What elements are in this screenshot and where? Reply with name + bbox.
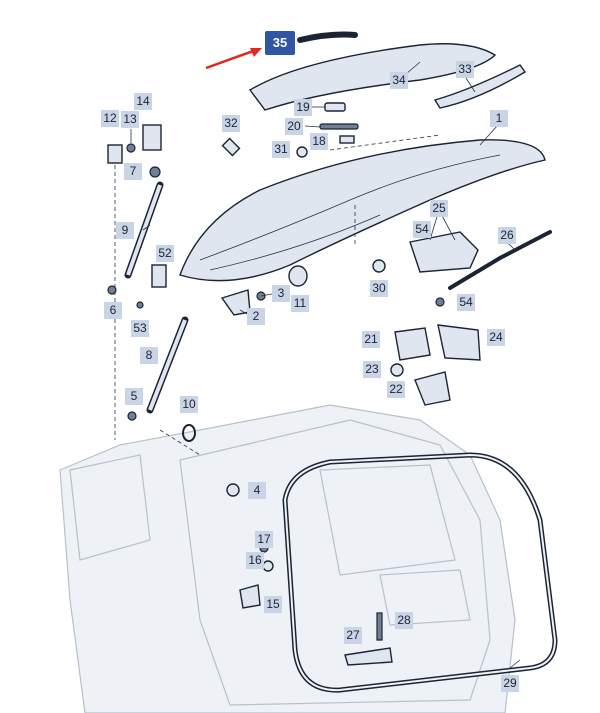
lock-21: [394, 327, 431, 361]
callout-35[interactable]: 35: [265, 31, 295, 55]
clip-16: [262, 560, 274, 572]
screw-6: [107, 285, 117, 295]
callout-28[interactable]: 28: [395, 612, 413, 629]
clip-32: [221, 137, 241, 157]
grommet-10: [182, 424, 196, 442]
callout-23[interactable]: 23: [363, 361, 381, 378]
callout-4[interactable]: 4: [248, 482, 266, 499]
callout-31[interactable]: 31: [272, 141, 290, 158]
trim-strip-33: [433, 64, 527, 109]
callout-9[interactable]: 9: [116, 222, 134, 239]
callout-52[interactable]: 52: [156, 245, 174, 262]
lock-24: [437, 324, 481, 361]
callout-32[interactable]: 32: [222, 115, 240, 132]
callout-27[interactable]: 27: [344, 627, 362, 644]
wiper-arm-26: [448, 230, 552, 290]
clip-18: [339, 135, 355, 144]
plug-31: [296, 146, 308, 158]
clip-4: [226, 483, 240, 497]
striker-27: [344, 647, 393, 666]
callout-54-upper[interactable]: 54: [413, 221, 431, 238]
screw-13: [126, 143, 136, 153]
callout-25[interactable]: 25: [430, 200, 448, 217]
callout-11[interactable]: 11: [291, 295, 309, 312]
callout-53[interactable]: 53: [131, 320, 149, 337]
nut-54: [435, 297, 445, 307]
bracket-12: [107, 144, 123, 164]
callout-14[interactable]: 14: [134, 93, 152, 110]
callout-15[interactable]: 15: [264, 596, 282, 613]
tailgate-panel: [179, 139, 546, 282]
callout-13[interactable]: 13: [121, 111, 139, 128]
callout-24[interactable]: 24: [487, 329, 505, 346]
callout-19[interactable]: 19: [294, 99, 312, 116]
callout-54-lower[interactable]: 54: [457, 294, 475, 311]
callout-2[interactable]: 2: [247, 308, 265, 325]
screw-28: [376, 612, 383, 641]
callout-22[interactable]: 22: [387, 381, 405, 398]
callout-17[interactable]: 17: [255, 531, 273, 548]
bracket-14: [142, 124, 162, 151]
callout-1[interactable]: 1: [490, 110, 508, 127]
spoiler-trim-strip: [297, 31, 358, 43]
callout-16[interactable]: 16: [246, 552, 264, 569]
bolt-20: [319, 123, 359, 130]
screw-53: [136, 301, 144, 309]
rear-spoiler: [248, 43, 497, 111]
hinge-2: [220, 289, 251, 316]
buffer-11: [288, 265, 308, 287]
buffer-30: [372, 259, 386, 273]
callout-8[interactable]: 8: [140, 347, 158, 364]
callout-29[interactable]: 29: [501, 675, 519, 692]
red-arrow-icon: [205, 48, 262, 70]
callout-10[interactable]: 10: [180, 396, 198, 413]
callout-33[interactable]: 33: [456, 61, 474, 78]
clip-19: [324, 102, 346, 112]
bumper-23: [390, 363, 404, 377]
callout-20[interactable]: 20: [285, 118, 303, 135]
callout-34[interactable]: 34: [390, 72, 408, 89]
callout-12[interactable]: 12: [101, 110, 119, 127]
wiper-motor: [409, 231, 479, 273]
callout-26[interactable]: 26: [498, 227, 516, 244]
callout-7[interactable]: 7: [124, 163, 142, 180]
bracket-52: [151, 264, 167, 288]
ball-stud-7: [149, 166, 161, 178]
latch-15: [239, 584, 261, 609]
callout-21[interactable]: 21: [362, 331, 380, 348]
callout-6[interactable]: 6: [104, 302, 122, 319]
handle-22: [414, 371, 451, 406]
screw-5: [127, 411, 137, 421]
callout-30[interactable]: 30: [370, 280, 388, 297]
callout-5[interactable]: 5: [125, 388, 143, 405]
callout-3[interactable]: 3: [272, 285, 290, 302]
callout-18[interactable]: 18: [310, 133, 328, 150]
